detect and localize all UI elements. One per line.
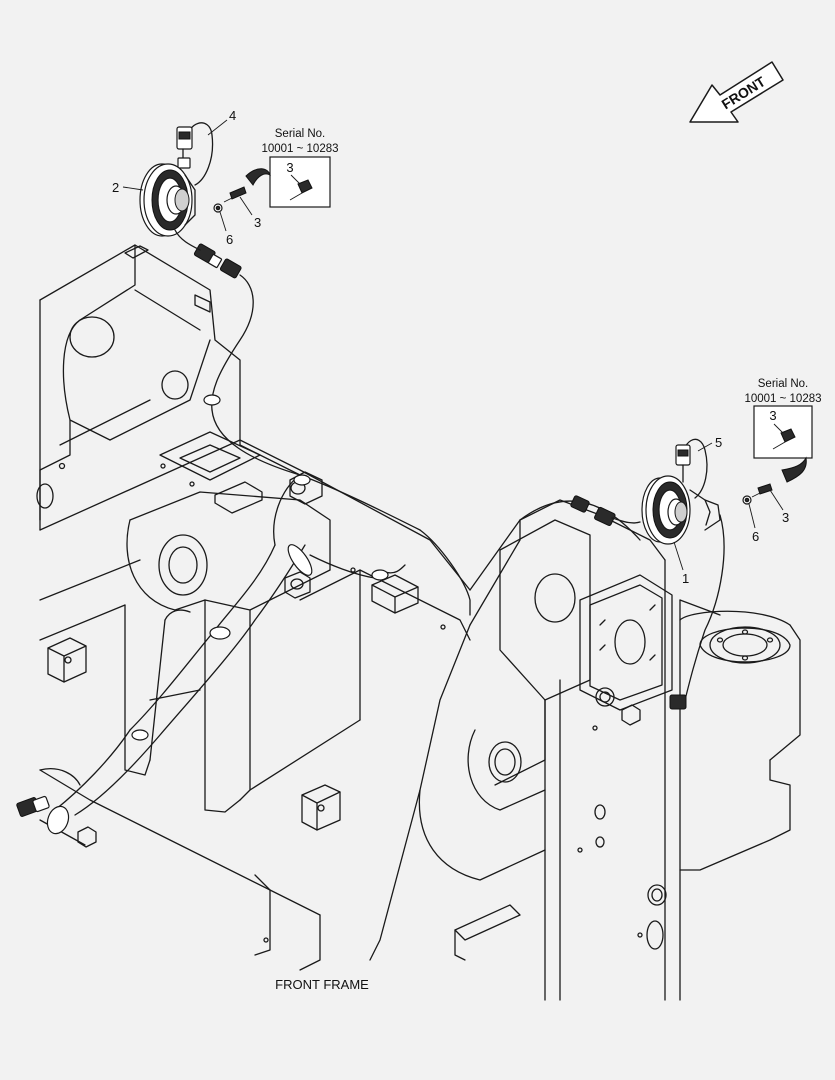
bolt-and-washer-left bbox=[213, 186, 247, 213]
bolt-and-washer-right bbox=[742, 483, 773, 505]
serial-left-item: 3 bbox=[286, 160, 293, 175]
wiring-harness bbox=[16, 243, 725, 835]
serial-left-title: Serial No. bbox=[275, 128, 326, 140]
callout-item-4: 4 bbox=[229, 108, 236, 123]
callout-item-6-right: 6 bbox=[752, 529, 759, 544]
front-frame-center-body bbox=[39, 431, 471, 971]
callout-numbers: 4 2 6 3 5 1 6 3 bbox=[112, 108, 789, 586]
horn-assembly-right bbox=[611, 438, 721, 545]
callout-leaders bbox=[122, 119, 784, 571]
front-direction-arrow: FRONT bbox=[689, 61, 784, 123]
front-frame-right-side bbox=[369, 499, 801, 1001]
callout-item-6-left: 6 bbox=[226, 232, 233, 247]
serial-left-range: 10001 ~ 10283 bbox=[261, 143, 338, 155]
callout-item-3-left: 3 bbox=[254, 215, 261, 230]
callout-item-1: 1 bbox=[682, 571, 689, 586]
serial-right-title: Serial No. bbox=[758, 378, 809, 390]
serial-right-item: 3 bbox=[769, 408, 776, 423]
diagram-caption: FRONT FRAME bbox=[275, 977, 369, 992]
callout-item-2: 2 bbox=[112, 180, 119, 195]
front-frame-left-side bbox=[36, 244, 241, 531]
callout-item-5: 5 bbox=[715, 435, 722, 450]
horn-assembly-left bbox=[139, 122, 214, 251]
callout-item-3-right: 3 bbox=[782, 510, 789, 525]
serial-inset-left: Serial No. 10001 ~ 10283 3 bbox=[245, 128, 339, 208]
serial-right-range: 10001 ~ 10283 bbox=[744, 393, 821, 405]
serial-inset-right: Serial No. 10001 ~ 10283 3 bbox=[744, 378, 822, 483]
